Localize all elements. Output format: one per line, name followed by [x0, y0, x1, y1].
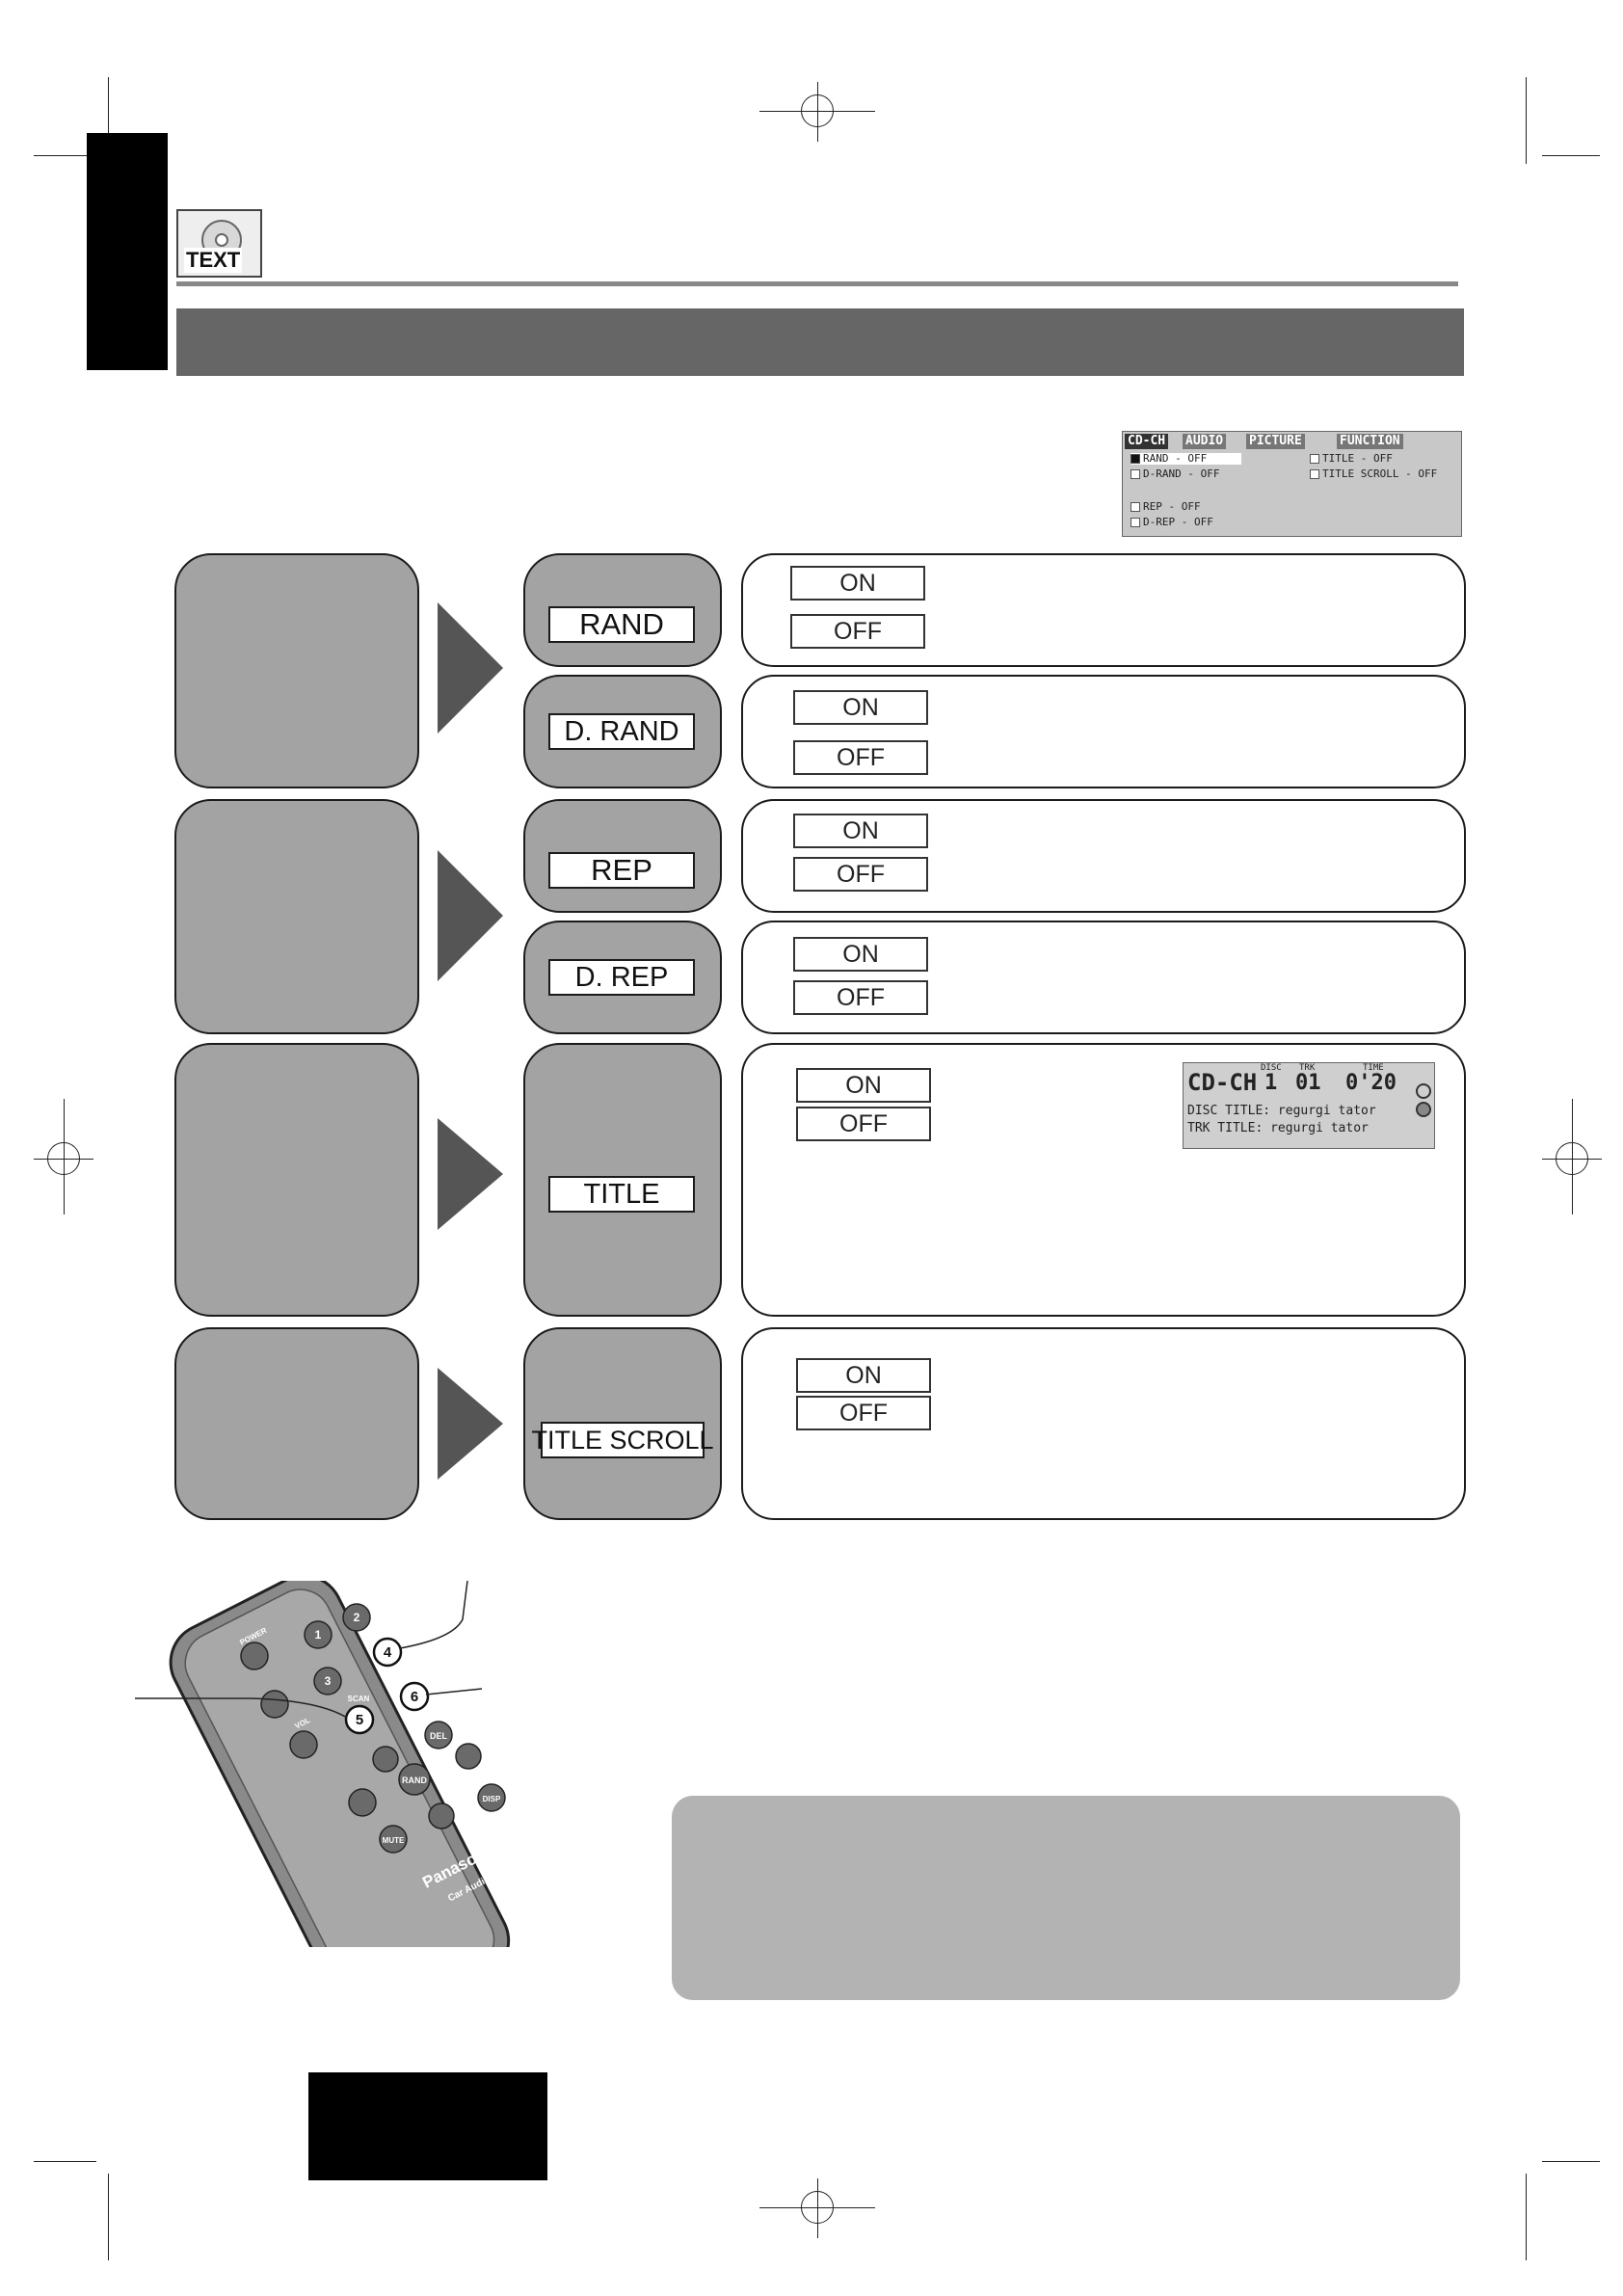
- callout-line: [399, 1580, 468, 1649]
- callout-line: [425, 1688, 483, 1695]
- osd-item-drep: D-REP - OFF: [1131, 517, 1213, 528]
- option-on: ON: [790, 566, 925, 601]
- remote-label-mute: MUTE: [383, 1836, 405, 1845]
- remote-key-3: 3: [325, 1674, 332, 1688]
- option-panel-drep: ON OFF: [741, 921, 1466, 1034]
- option-panel-drand: ON OFF: [741, 675, 1466, 788]
- remote-label-disp: DISP: [483, 1795, 501, 1803]
- crop-mark: [1542, 2161, 1600, 2162]
- menu-label-title: TITLE: [548, 1176, 695, 1213]
- option-off: OFF: [790, 614, 925, 649]
- step-box-title-scroll: [174, 1327, 419, 1520]
- menu-label-rand: RAND: [548, 606, 695, 643]
- arrow-icon: [438, 602, 503, 734]
- osd-item-title-scroll: TITLE SCROLL - OFF: [1310, 468, 1437, 480]
- crop-mark: [1526, 77, 1527, 164]
- remote-label-rand-center: RAND: [402, 1775, 427, 1785]
- option-on: ON: [793, 690, 928, 725]
- osd-mode: CD-CH: [1187, 1069, 1258, 1096]
- text-icon-label: TEXT: [184, 248, 243, 273]
- crop-mark: [1542, 155, 1600, 156]
- osd-track-label: TRK: [1299, 1063, 1316, 1073]
- remote-control-illustration: 4 5 6 1 2 3 POWER RAND REP SCAN VOL DEL …: [135, 1574, 636, 2029]
- osd-disc-title-line: DISC TITLE: regurgi tator: [1187, 1104, 1376, 1118]
- menu-label-title-scroll: TITLE SCROLL: [531, 1422, 714, 1458]
- osd-tab-function: FUNCTION: [1337, 434, 1403, 449]
- arrow-icon: [438, 1368, 503, 1480]
- menu-label-drep: D. REP: [548, 959, 695, 996]
- disc-status-icon: [1416, 1083, 1431, 1117]
- option-panel-rand: ON OFF: [741, 553, 1466, 667]
- step-box-title: [174, 1043, 419, 1317]
- arrow-icon: [438, 850, 503, 981]
- osd-time: 0'20: [1345, 1071, 1397, 1095]
- osd-tab-cdch: CD-CH: [1125, 434, 1169, 449]
- remote-key-5: 5: [356, 1712, 363, 1728]
- osd-item-rand: RAND - OFF: [1131, 453, 1242, 465]
- option-on: ON: [796, 1358, 931, 1393]
- option-off: OFF: [793, 740, 928, 775]
- osd-tab-audio: AUDIO: [1183, 434, 1227, 449]
- crop-mark: [1526, 2174, 1527, 2260]
- crop-mark: [34, 2161, 96, 2162]
- option-on: ON: [793, 937, 928, 972]
- page-number-tab: [308, 2072, 547, 2180]
- remote-key-4: 4: [384, 1644, 392, 1661]
- menu-label-rep: REP: [548, 852, 695, 889]
- option-panel-title: ON OFF CD-CH DISC 1 TRK 01 TIME 0'20 DIS…: [741, 1043, 1466, 1317]
- side-language-tab: [87, 133, 168, 370]
- callout-line: [135, 1697, 348, 1719]
- menu-box-rand: RAND: [523, 553, 722, 667]
- remote-key-2: 2: [354, 1611, 360, 1624]
- remote-label-scan: SCAN: [348, 1695, 370, 1703]
- osd-disc-label: DISC: [1261, 1063, 1282, 1073]
- osd-item-drand: D-RAND - OFF: [1131, 468, 1220, 480]
- osd-item-rep: REP - OFF: [1131, 501, 1201, 513]
- option-off: OFF: [796, 1396, 931, 1430]
- menu-box-rep: REP: [523, 799, 722, 913]
- osd-trk-title-line: TRK TITLE: regurgi tator: [1187, 1121, 1369, 1135]
- crop-mark: [108, 77, 109, 164]
- osd-title-display: CD-CH DISC 1 TRK 01 TIME 0'20 DISC TITLE…: [1183, 1062, 1435, 1149]
- option-on: ON: [793, 814, 928, 848]
- osd-item-title: TITLE - OFF: [1310, 453, 1393, 465]
- option-off: OFF: [793, 857, 928, 892]
- osd-track: 01: [1295, 1071, 1321, 1095]
- note-panel: [672, 1796, 1460, 2000]
- osd-menu-screenshot: CD-CH AUDIO PICTURE FUNCTION RAND - OFF …: [1122, 431, 1462, 537]
- remote-label-del: DEL: [430, 1731, 448, 1741]
- section-title-bar: [176, 308, 1464, 376]
- remote-label-rep: REP: [395, 1671, 412, 1680]
- option-panel-rep: ON OFF: [741, 799, 1466, 913]
- option-panel-title-scroll: ON OFF: [741, 1327, 1466, 1520]
- arrow-icon: [438, 1118, 503, 1230]
- crop-mark: [34, 155, 120, 156]
- menu-box-title: TITLE: [523, 1043, 722, 1317]
- menu-box-drand: D. RAND: [523, 675, 722, 788]
- menu-box-drep: D. REP: [523, 921, 722, 1034]
- option-off: OFF: [796, 1107, 931, 1141]
- step-box-repeat: [174, 799, 419, 1034]
- remote-label-rand: RAND: [374, 1627, 396, 1636]
- step-box-random: [174, 553, 419, 788]
- menu-box-title-scroll: TITLE SCROLL: [523, 1327, 722, 1520]
- crop-mark: [108, 2174, 109, 2260]
- osd-tab-picture: PICTURE: [1246, 434, 1305, 449]
- osd-disc: 1: [1264, 1071, 1278, 1095]
- osd-time-label: TIME: [1363, 1063, 1384, 1073]
- remote-key-1: 1: [315, 1628, 322, 1642]
- option-on: ON: [796, 1068, 931, 1103]
- header-rule: [176, 281, 1458, 286]
- option-off: OFF: [793, 980, 928, 1015]
- text-disc-icon: TEXT: [176, 209, 262, 278]
- remote-key-6: 6: [411, 1689, 418, 1705]
- menu-label-drand: D. RAND: [548, 713, 695, 750]
